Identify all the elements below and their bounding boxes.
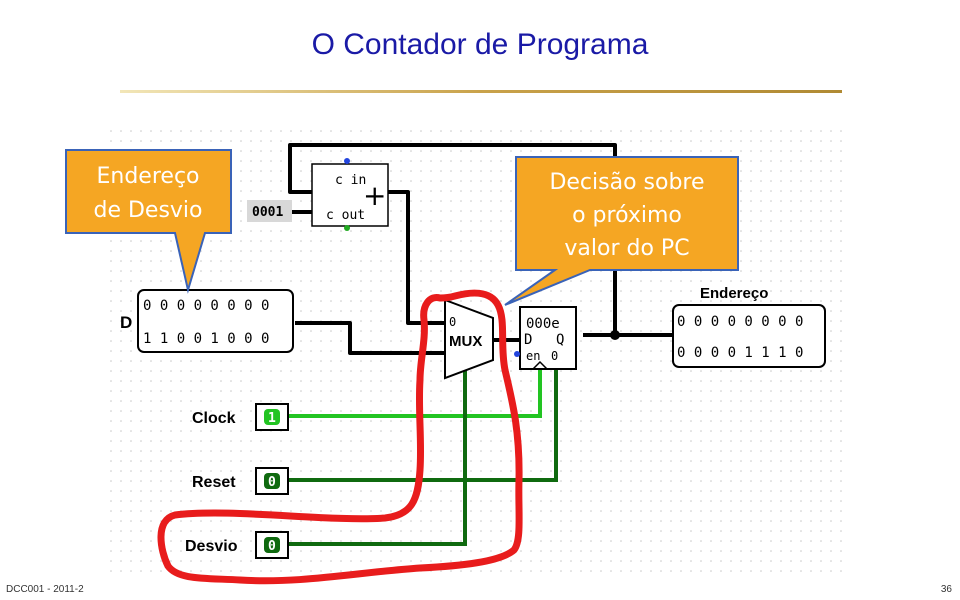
reset-input: Reset 0 (192, 467, 289, 495)
callout-pc-line3: valor do PC (564, 236, 689, 261)
desvio-value: 0 (268, 539, 276, 554)
footer-page-number: 36 (940, 584, 952, 595)
clock-label: Clock (192, 410, 236, 427)
constant-one: 0001 (247, 200, 292, 222)
clock-wire (288, 368, 542, 418)
callout-pc-line2: o próximo (572, 203, 682, 228)
register-d-row1: 0 0 0 0 0 0 0 0 (143, 298, 269, 314)
callout-branch-line1: Endereço (97, 164, 200, 189)
callout-pc-decision: Decisão sobre o próximo valor do PC (504, 156, 739, 306)
reset-wire (288, 370, 558, 482)
pc-en-label: en (526, 349, 540, 363)
multiplexer: MUX 0 (444, 298, 494, 380)
control-wires (288, 365, 558, 546)
register-d-row2: 1 1 0 0 1 0 0 0 (143, 331, 269, 347)
branch-register: D 0 0 0 0 0 0 0 0 1 1 0 0 1 0 0 0 (120, 289, 294, 353)
adder-plus-sign: + (363, 179, 386, 212)
pc-zero-label: 0 (551, 349, 558, 363)
desvio-label: Desvio (185, 538, 238, 555)
junction-dot (610, 330, 620, 340)
reset-value: 0 (268, 475, 276, 490)
adder-cout-label: c out (326, 208, 365, 223)
address-output: Endereço 0 0 0 0 0 0 0 0 0 0 0 0 1 1 1 0 (672, 285, 826, 368)
adder-cin-label: c in (335, 173, 366, 188)
pc-q-label: Q (556, 332, 564, 348)
title-divider (120, 90, 842, 93)
highlight-loop (157, 289, 523, 585)
pc-register: 000e D Q en 0 (514, 306, 577, 370)
slide-title: O Contador de Programa (311, 28, 649, 61)
pc-value: 000e (526, 316, 560, 332)
pc-d-label: D (524, 332, 532, 348)
callout-branch-address: Endereço de Desvio (65, 149, 232, 294)
mux-input0: 0 (449, 315, 456, 329)
register-d-label: D (120, 313, 132, 332)
clock-value: 1 (268, 411, 276, 426)
desvio-input: Desvio 0 (185, 531, 289, 559)
mux-label: MUX (449, 333, 482, 350)
clock-input: Clock 1 (192, 403, 289, 431)
callout-branch-line2: de Desvio (93, 198, 202, 223)
address-output-row1: 0 0 0 0 0 0 0 0 (677, 314, 803, 330)
adder: c in c out + (311, 158, 389, 231)
footer-course-code: DCC001 - 2011-2 (6, 584, 84, 595)
desvio-wire (288, 365, 467, 546)
address-output-label: Endereço (700, 285, 768, 302)
constant-value: 0001 (252, 205, 283, 220)
reset-label: Reset (192, 474, 236, 491)
callout-pc-line1: Decisão sobre (549, 170, 704, 195)
address-output-row2: 0 0 0 0 1 1 1 0 (677, 345, 803, 361)
